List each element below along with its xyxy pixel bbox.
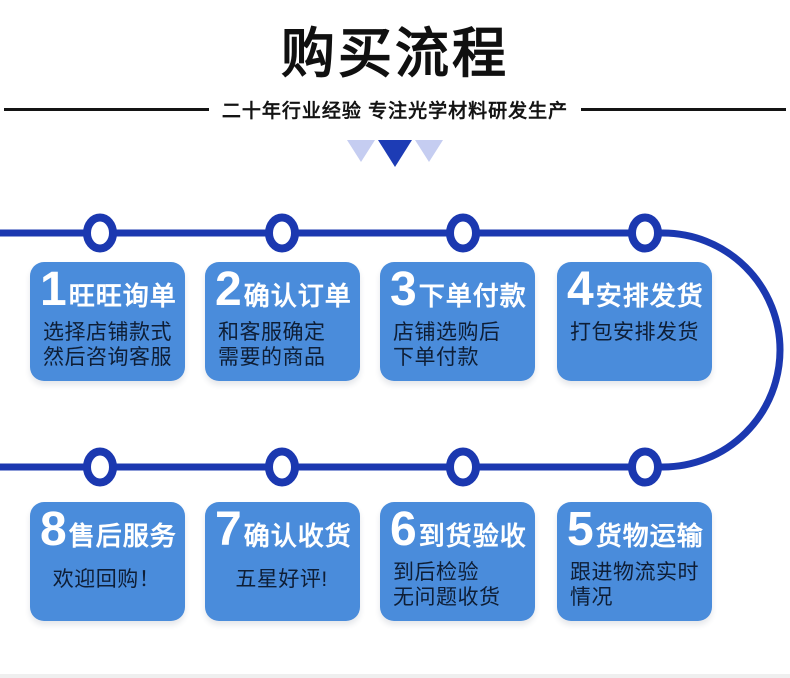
step-head: 3 下单付款	[380, 262, 535, 315]
flow-node	[83, 447, 117, 487]
subtitle-row: 二十年行业经验 专注光学材料研发生产	[0, 96, 790, 123]
step-title: 确认订单	[243, 281, 352, 311]
step-description: 和客服确定 需要的商品	[205, 320, 360, 370]
step-box-8: 8 售后服务 欢迎回购！	[30, 502, 185, 621]
step-desc-line: 下单付款	[393, 346, 479, 370]
step-number: 7	[215, 503, 242, 556]
subtitle-rule-left	[3, 108, 209, 112]
step-number: 8	[40, 503, 67, 556]
subtitle-text: 二十年行业经验 专注光学材料研发生产	[221, 101, 569, 123]
step-desc-line: 然后咨询客服	[43, 346, 172, 370]
step-desc-line: 店铺选购后	[393, 321, 501, 345]
step-number: 2	[215, 263, 242, 316]
step-head: 6 到货验收	[380, 502, 535, 555]
step-desc-line: 需要的商品	[218, 346, 326, 370]
step-number: 6	[390, 503, 417, 556]
step-description: 到后检验 无问题收货	[380, 560, 535, 610]
step-head: 1 旺旺询单	[30, 262, 185, 315]
step-desc-line: 打包安排发货	[570, 321, 699, 345]
step-title: 货物运输	[595, 521, 704, 551]
flow-node	[628, 447, 662, 487]
step-desc-line: 跟进物流实时	[570, 561, 699, 585]
step-box-7: 7 确认收货 五星好评!	[205, 502, 360, 621]
flow-node	[83, 213, 117, 253]
step-box-3: 3 下单付款 店铺选购后 下单付款	[380, 262, 535, 381]
triangle-light-icon	[347, 140, 375, 163]
step-box-1: 1 旺旺询单 选择店铺款式 然后咨询客服	[30, 262, 185, 381]
step-head: 5 货物运输	[557, 502, 712, 555]
step-box-6: 6 到货验收 到后检验 无问题收货	[380, 502, 535, 621]
flow-node	[446, 447, 480, 487]
step-desc-line: 情况	[570, 586, 613, 610]
triangle-dark-icon	[378, 140, 412, 168]
step-desc-line: 和客服确定	[218, 321, 326, 345]
step-desc-line: 到后检验	[393, 561, 479, 585]
subtitle-rule-right	[581, 108, 787, 112]
step-title: 到货验收	[418, 521, 527, 551]
step-title: 确认收货	[243, 521, 352, 551]
header: 购买流程 二十年行业经验 专注光学材料研发生产	[0, 24, 790, 168]
step-title: 售后服务	[68, 521, 177, 551]
step-title: 下单付款	[418, 281, 527, 311]
step-number: 4	[567, 263, 594, 316]
step-description: 跟进物流实时 情况	[557, 560, 712, 610]
step-desc-line: 五星好评!	[235, 568, 328, 592]
step-head: 2 确认订单	[205, 262, 360, 315]
step-box-4: 4 安排发货 打包安排发货	[557, 262, 712, 381]
step-number: 5	[567, 503, 594, 556]
flow-path	[0, 229, 784, 471]
step-desc-line: 无问题收货	[393, 586, 501, 610]
triangle-light-icon	[415, 140, 443, 163]
flow-node	[265, 213, 299, 253]
section-divider	[0, 674, 790, 678]
step-description: 选择店铺款式 然后咨询客服	[30, 320, 185, 370]
flow-timeline	[0, 213, 784, 487]
step-description: 五星好评!	[205, 567, 360, 592]
step-desc-line: 选择店铺款式	[43, 321, 172, 345]
step-head: 8 售后服务	[30, 502, 185, 555]
step-description: 店铺选购后 下单付款	[380, 320, 535, 370]
step-head: 7 确认收货	[205, 502, 360, 555]
flow-nodes	[83, 213, 662, 487]
step-description: 打包安排发货	[557, 320, 712, 345]
step-number: 3	[390, 263, 417, 316]
step-description: 欢迎回购！	[30, 567, 185, 592]
step-title: 安排发货	[595, 281, 704, 311]
step-box-2: 2 确认订单 和客服确定 需要的商品	[205, 262, 360, 381]
step-head: 4 安排发货	[557, 262, 712, 315]
step-desc-line: 欢迎回购！	[52, 568, 161, 592]
flow-node	[446, 213, 480, 253]
step-number: 1	[40, 263, 67, 316]
triangle-accents	[0, 140, 790, 168]
flow-node	[628, 213, 662, 253]
step-title: 旺旺询单	[68, 281, 177, 311]
step-box-5: 5 货物运输 跟进物流实时 情况	[557, 502, 712, 621]
page-title: 购买流程	[281, 24, 509, 84]
flow-node	[265, 447, 299, 487]
